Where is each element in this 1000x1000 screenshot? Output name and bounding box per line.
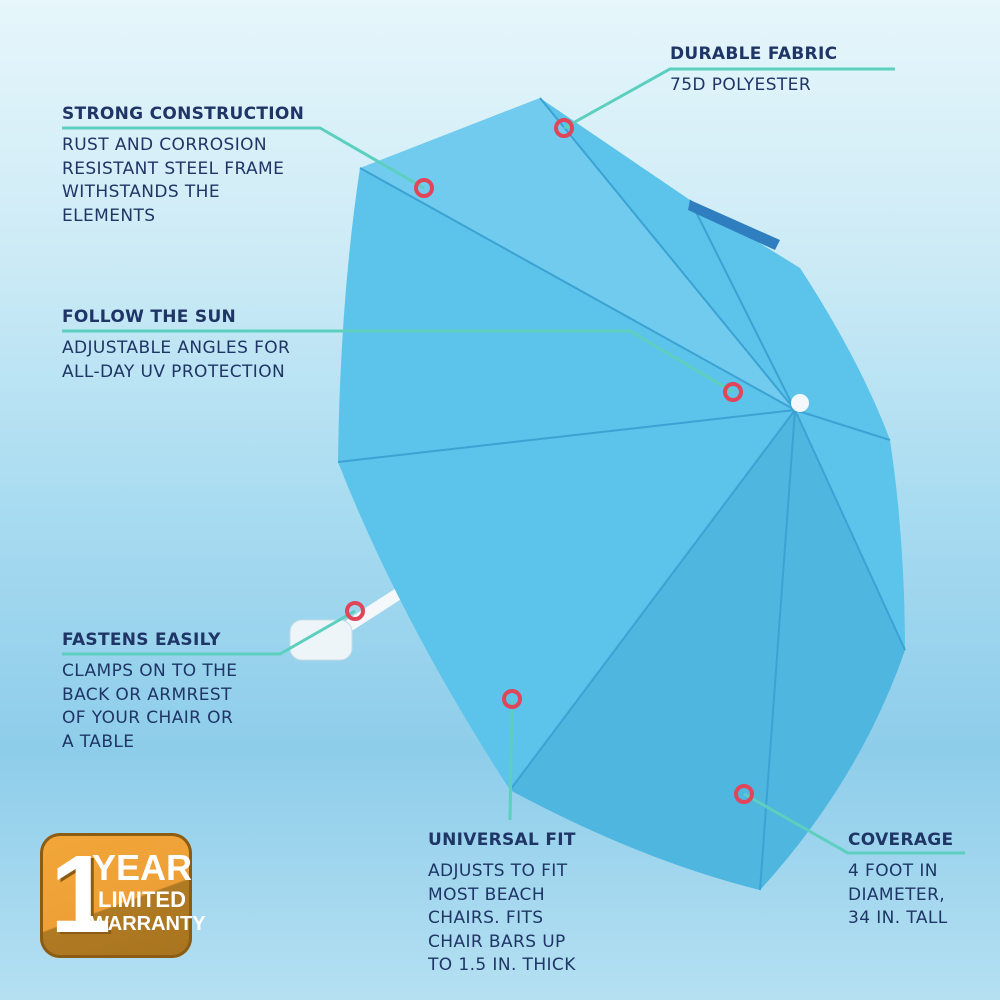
feature-fastens-easily: FASTENS EASILY CLAMPS ON TO THE BACK OR … [62,630,237,754]
warranty-label: WARRANTY [90,913,206,935]
feature-desc: ADJUSTABLE ANGLES FOR ALL-DAY UV PROTECT… [62,338,291,382]
warranty-badge: 1 YEAR LIMITED WARRANTY [40,833,206,958]
warranty-limited: LIMITED [98,887,186,912]
callout-lines [62,67,965,855]
feature-universal-fit: UNIVERSAL FIT ADJUSTS TO FIT MOST BEACH … [428,830,576,978]
feature-durable-fabric: DURABLE FABRIC 75D POLYESTER [670,44,837,98]
clamp [289,619,353,661]
feature-desc: 4 FOOT IN DIAMETER, 34 IN. TALL [848,861,948,928]
feature-coverage: COVERAGE 4 FOOT IN DIAMETER, 34 IN. TALL [848,830,953,931]
warranty-year: YEAR [92,847,193,888]
feature-title: UNIVERSAL FIT [428,830,576,850]
feature-strong-construction: STRONG CONSTRUCTION RUST AND CORROSION R… [62,104,304,228]
strap [688,200,780,250]
warranty-number: 1 [50,833,112,956]
feature-title: COVERAGE [848,830,954,850]
feature-title: FASTENS EASILY [62,630,221,650]
feature-desc: 75D POLYESTER [670,75,812,95]
feature-title: FOLLOW THE SUN [62,307,237,327]
feature-follow-the-sun: FOLLOW THE SUN ADJUSTABLE ANGLES FOR ALL… [62,307,290,384]
feature-desc: RUST AND CORROSION RESISTANT STEEL FRAME… [62,135,285,226]
feature-title: DURABLE FABRIC [670,44,838,64]
umbrella-tip [791,394,809,412]
callout-markers [345,118,754,804]
feature-desc: CLAMPS ON TO THE BACK OR ARMREST OF YOUR… [62,661,238,752]
feature-desc: ADJUSTS TO FIT MOST BEACH CHAIRS. FITS C… [428,861,576,975]
umbrella-ribs [337,97,906,891]
feature-title: STRONG CONSTRUCTION [62,104,305,124]
